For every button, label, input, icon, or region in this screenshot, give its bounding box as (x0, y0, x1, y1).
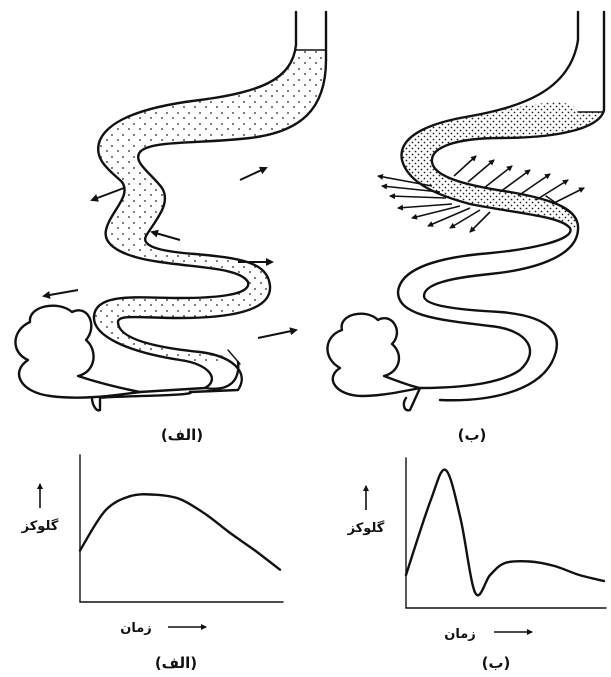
rapid-arrow-13 (518, 174, 550, 196)
x-label-right: زمان (444, 627, 476, 642)
rapid-arrow-7 (450, 210, 480, 228)
intestine-diagram-right: (ب) (327, 12, 604, 444)
absorption-arrow-6 (258, 330, 296, 338)
colon-right (327, 314, 420, 396)
absorption-arrow-5 (44, 290, 78, 296)
glucose-curve-right (406, 470, 604, 596)
right-graph-caption: (ب) (482, 654, 511, 672)
absorption-arrow-2 (240, 168, 266, 180)
glucose-curve-left (80, 494, 280, 569)
rapid-arrow-3 (390, 196, 446, 198)
rapid-arrow-10 (468, 160, 494, 182)
y-label-right: گلوکز (347, 520, 385, 536)
left-graph-caption: (الف) (155, 654, 197, 672)
rapid-arrow-11 (484, 166, 512, 188)
graph-left: گلوکز زمان (الف) (21, 455, 283, 672)
y-label-left: گلوکز (21, 518, 59, 534)
rapid-arrow-14 (536, 180, 568, 200)
graph-right: گلوکز زمان (ب) (347, 458, 606, 672)
x-label-left: زمان (120, 621, 152, 636)
absorption-arrow-3 (152, 232, 180, 240)
rapid-arrow-12 (500, 170, 530, 192)
intestine-diagram-left: (الف) (15, 12, 326, 444)
rapid-arrow-6 (428, 208, 470, 226)
rapid-arrow-9 (454, 156, 476, 176)
rapid-arrow-15 (552, 188, 584, 204)
rapid-arrow-4 (398, 204, 452, 208)
left-diagram-caption: (الف) (161, 426, 203, 444)
absorption-arrow-1 (92, 188, 124, 200)
right-diagram-caption: (ب) (458, 426, 487, 444)
